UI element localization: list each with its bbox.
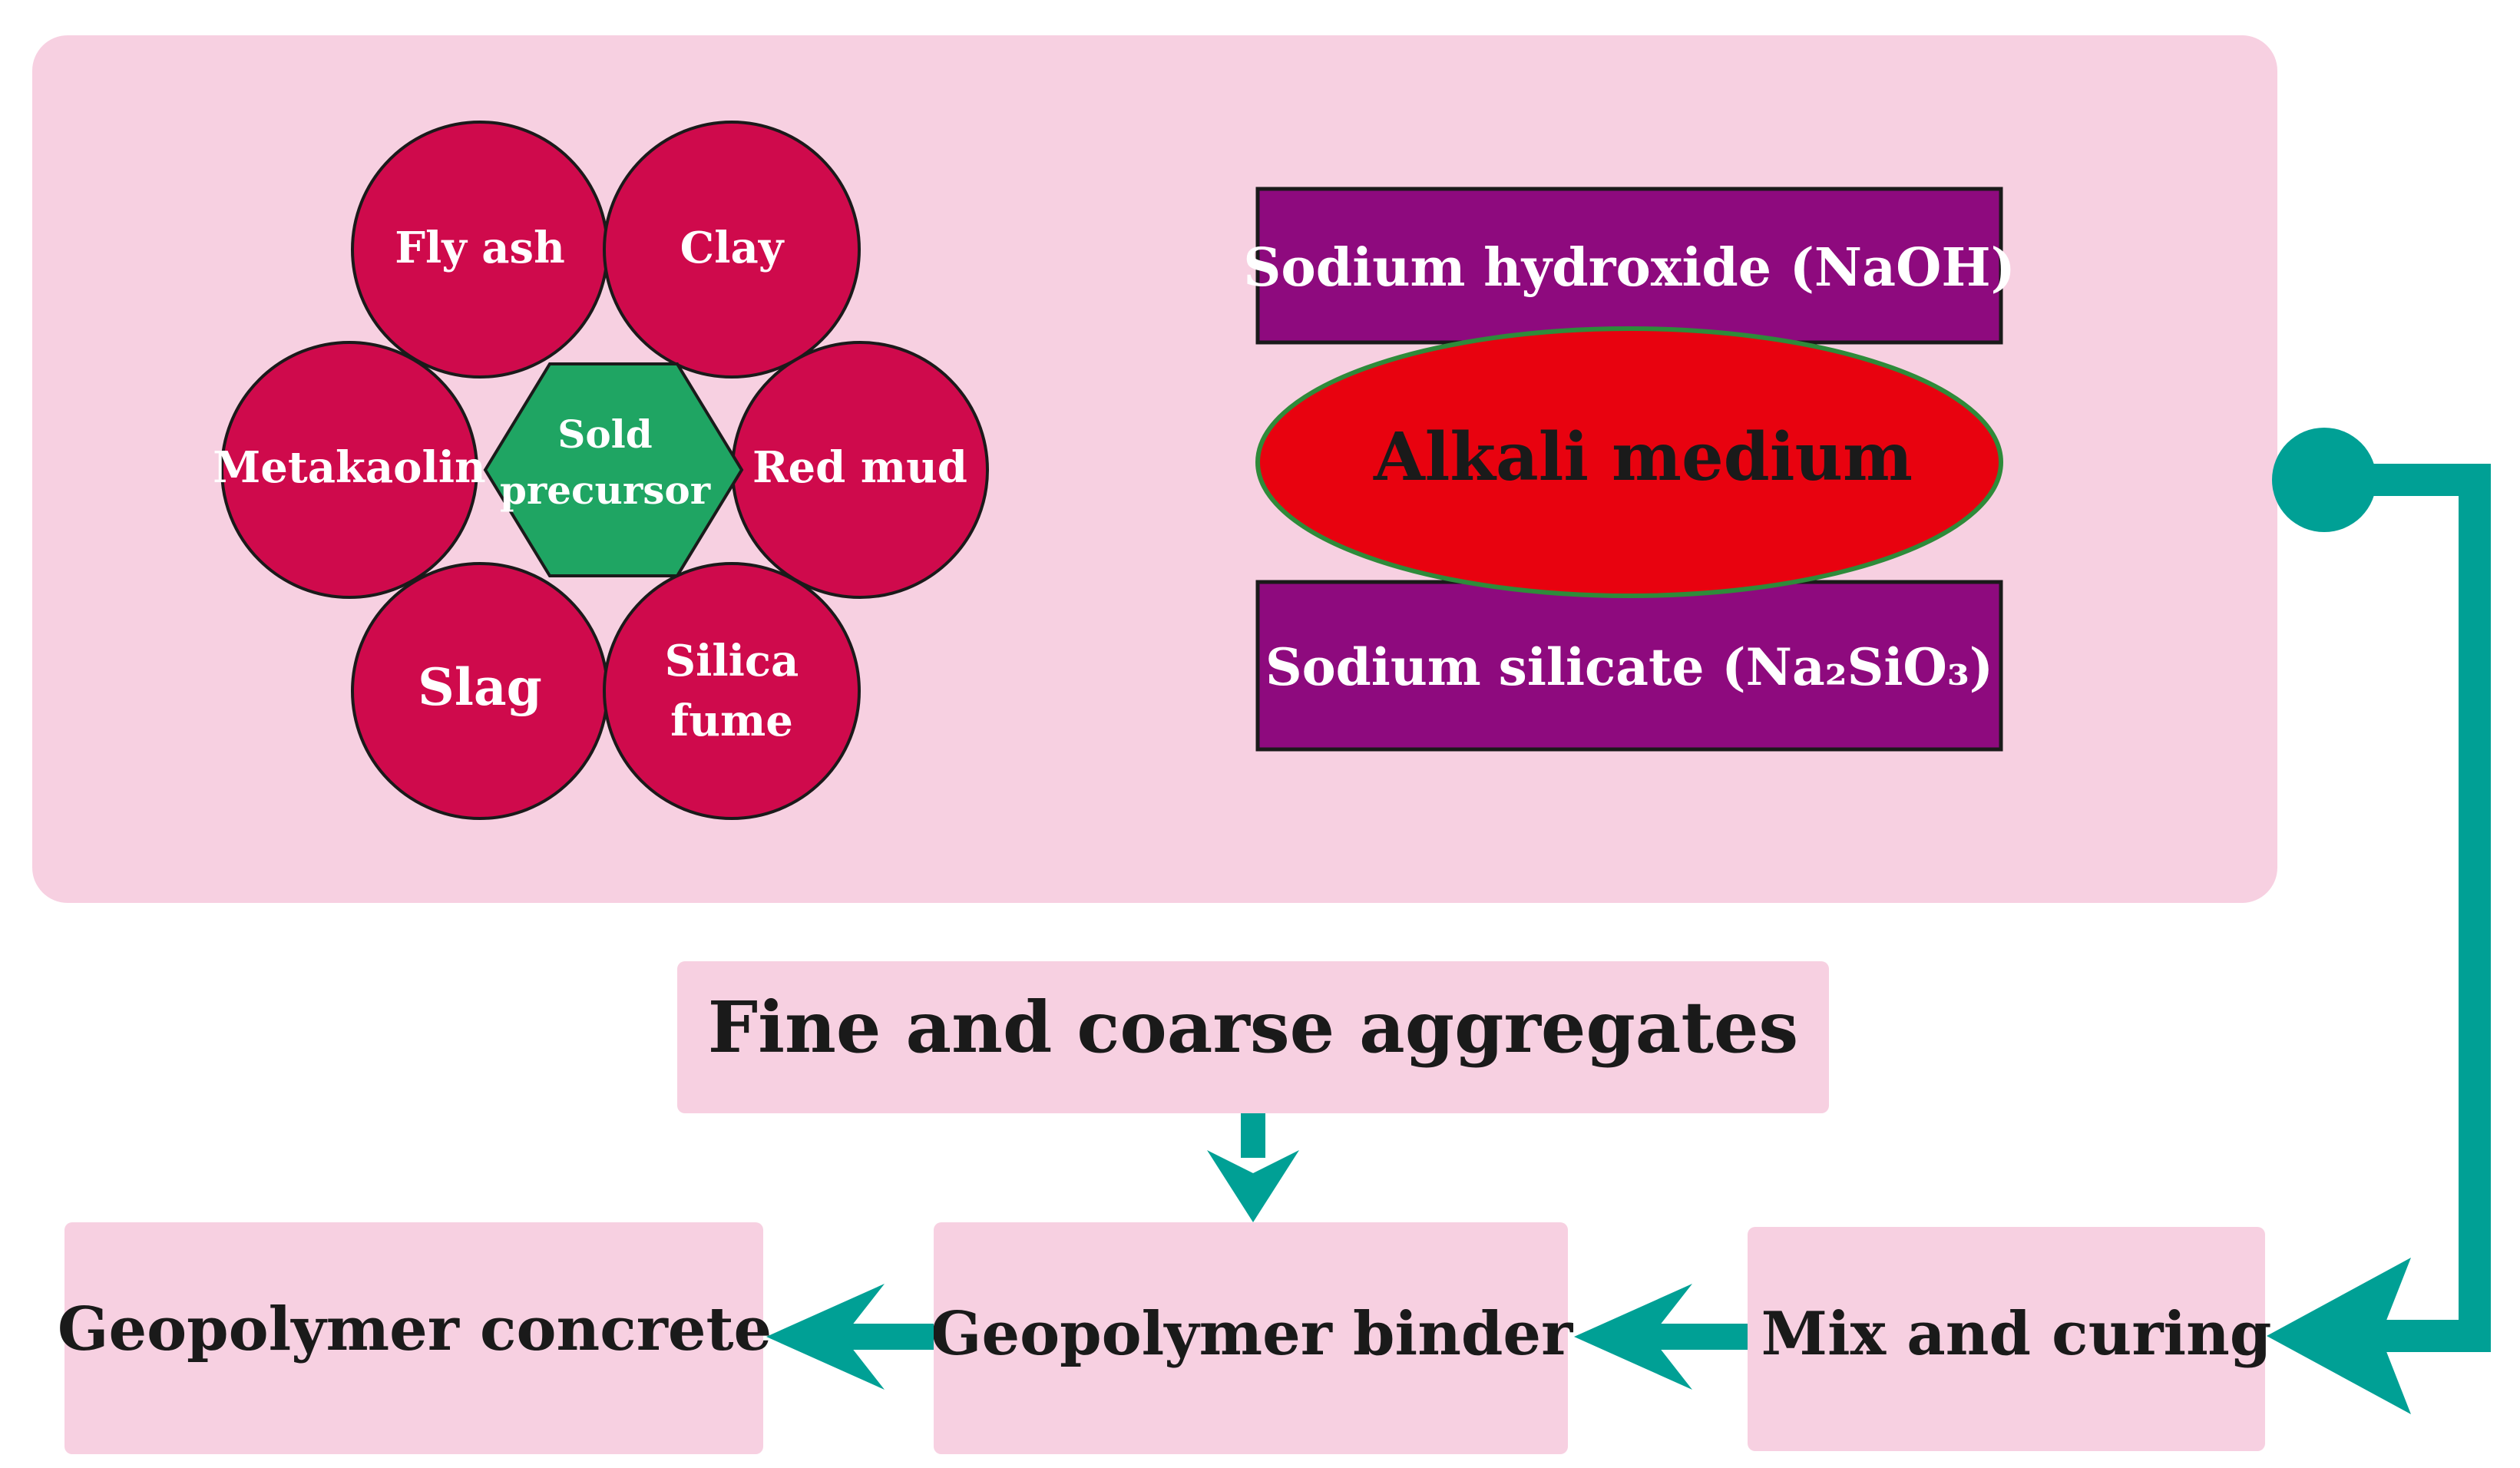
concrete-label: Geopolymer concrete [58, 1294, 772, 1364]
concrete-box [64, 1222, 763, 1454]
connector-line [2324, 464, 2491, 1352]
sodium-silicate-label: Sodium silicate (Na₂SiO₃) [1265, 637, 1993, 697]
aggregates-label: Fine and coarse aggregates [708, 986, 1798, 1069]
binder-box [934, 1222, 1568, 1454]
label-metakaolin: Metakaolin [213, 442, 485, 493]
aggregates-to-binder-arrow [1207, 1113, 1299, 1222]
naoh-box [1255, 187, 2003, 345]
label-hexagon-line2: precursor [500, 468, 711, 513]
aggregates-box [677, 961, 1829, 1113]
binder-to-concrete-arrow [766, 1284, 934, 1390]
mix-to-binder-arrow [1574, 1284, 1748, 1390]
circle-silica-fume [603, 562, 861, 820]
mix-box [1748, 1227, 2265, 1451]
alkali-block: Sodium hydroxide (NaOH) Alkali medium So… [1243, 187, 2016, 752]
connector-arrowhead [2267, 1258, 2411, 1414]
label-hexagon-line1: Sold [557, 412, 652, 457]
binder-label: Geopolymer binder [931, 1299, 1573, 1369]
label-red-mud: Red mud [752, 442, 967, 493]
alkali-ellipse [1255, 326, 2003, 598]
precursor-hexagon [483, 362, 744, 577]
circle-clay [603, 121, 861, 379]
circle-metakaolin [220, 341, 478, 599]
panel-to-mix-connector [2267, 428, 2491, 1414]
mix-label: Mix and curing [1761, 1299, 2272, 1369]
naoh-label: Sodium hydroxide (NaOH) [1243, 237, 2016, 299]
sodium-silicate-box [1255, 580, 2003, 752]
label-slag: Slag [418, 657, 542, 717]
label-fly-ash: Fly ash [395, 223, 565, 273]
alkali-medium-label: Alkali medium [1373, 418, 1913, 496]
label-clay: Clay [680, 223, 785, 273]
